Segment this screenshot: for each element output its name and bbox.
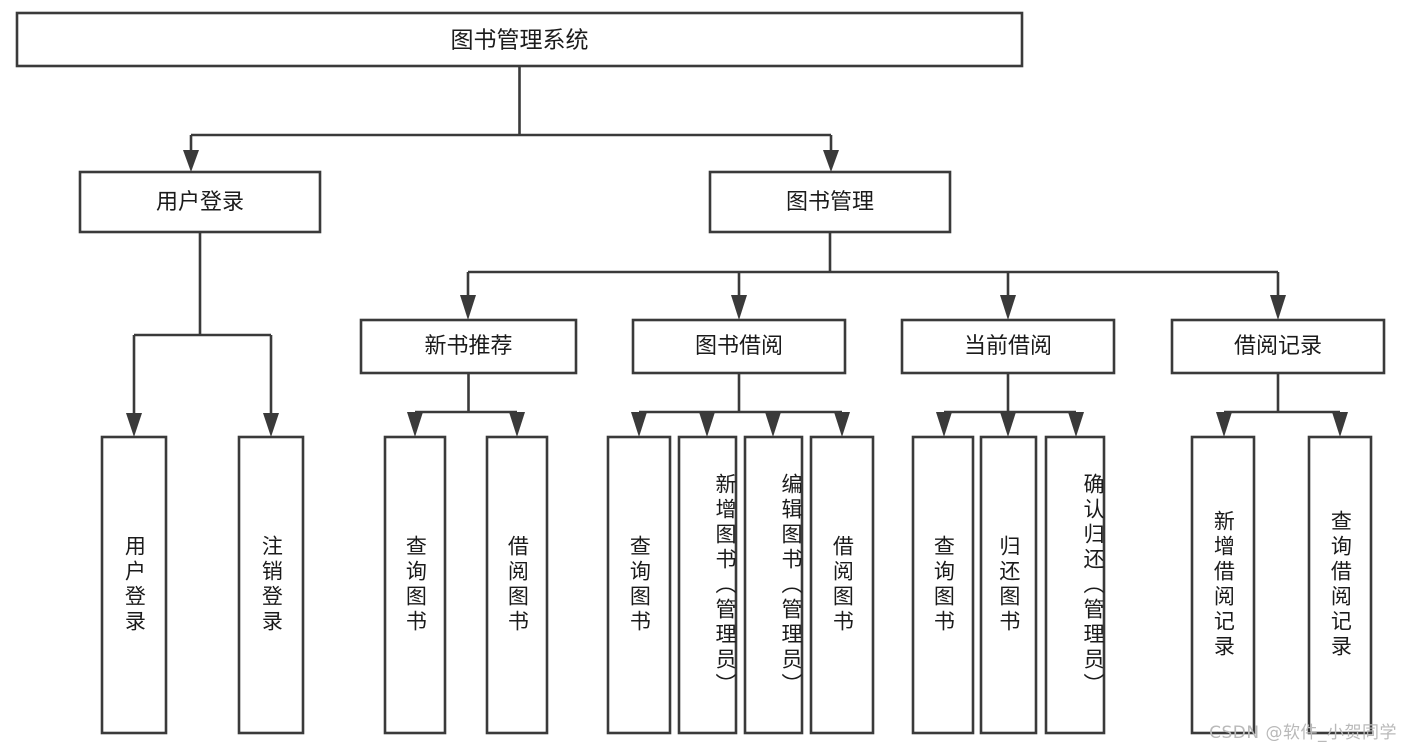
leaf-confirm-return-box[interactable]	[1044, 435, 1106, 735]
leaf-query-book-3-box[interactable]	[911, 435, 975, 735]
arrow-head-leaf-edit-book	[765, 412, 781, 437]
leaf-borrow-book-2-box[interactable]	[809, 435, 875, 735]
node-borrow-record-label: 借阅记录	[1234, 334, 1322, 359]
leaf-add-book-box[interactable]	[677, 435, 738, 735]
arrow-head-leaf-borrow-book-1	[509, 412, 525, 437]
leaf-user-login-box[interactable]	[100, 435, 168, 735]
arrow-head-leaf-add-record	[1216, 412, 1232, 437]
arrow-head-leaf-user-logout	[263, 413, 279, 437]
node-book-manage[interactable]: 图书管理	[708, 170, 952, 234]
arrow-head-leaf-borrow-book-2	[834, 412, 850, 437]
leaf-query-record-box[interactable]	[1307, 435, 1373, 735]
csdn-watermark: CSDN @软件_小贺同学	[1209, 723, 1397, 743]
node-borrow-record-box[interactable]	[1170, 318, 1386, 375]
node-current-borrow[interactable]: 当前借阅	[900, 318, 1116, 375]
arrow-head-leaf-query-book-2	[631, 412, 647, 437]
leaf-add-record-box[interactable]	[1190, 435, 1256, 735]
node-root[interactable]: 图书管理系统	[15, 11, 1024, 68]
node-user-login[interactable]: 用户登录	[78, 170, 322, 234]
connector-user-login-to-leaves	[126, 232, 279, 437]
node-current-borrow-box[interactable]	[900, 318, 1116, 375]
leaf-query-book-1-box[interactable]	[383, 435, 447, 735]
leaf-edit-book-box[interactable]	[743, 435, 804, 735]
node-borrow-record[interactable]: 借阅记录	[1170, 318, 1386, 375]
arrow-head-leaf-user-login	[126, 413, 142, 437]
node-new-book-rec-box[interactable]	[359, 318, 578, 375]
arrow-head-borrow-record	[1270, 295, 1286, 320]
arrow-head-leaf-return-book	[1000, 412, 1016, 437]
connector-new-book-rec-to-leaves	[407, 373, 525, 437]
node-root-label: 图书管理系统	[451, 28, 589, 54]
node-book-manage-label: 图书管理	[786, 190, 874, 215]
node-user-login-label: 用户登录	[156, 190, 244, 215]
node-new-book-rec-label: 新书推荐	[424, 334, 512, 359]
node-book-borrow-label: 图书借阅	[695, 334, 783, 359]
connector-root-to-level2	[183, 66, 839, 172]
arrow-head-leaf-add-book	[699, 412, 715, 437]
leaf-user-logout-box[interactable]	[237, 435, 305, 735]
connector-current-borrow-to-leaves	[936, 373, 1084, 437]
arrow-head-user-login	[183, 150, 199, 172]
node-book-manage-box[interactable]	[708, 170, 952, 234]
leaf-borrow-book-1-box[interactable]	[485, 435, 549, 735]
arrow-head-leaf-query-book-1	[407, 412, 423, 437]
arrow-head-leaf-query-book-3	[936, 412, 952, 437]
node-book-borrow-box[interactable]	[631, 318, 847, 375]
connector-borrow-record-to-leaves	[1216, 373, 1348, 437]
connector-book-manage-to-level3	[460, 232, 1286, 320]
leaf-query-book-2-box[interactable]	[606, 435, 672, 735]
arrow-head-current-borrow	[1000, 295, 1016, 320]
arrow-head-book-borrow	[731, 295, 747, 320]
arrow-head-book-manage	[823, 150, 839, 172]
node-new-book-rec[interactable]: 新书推荐	[359, 318, 578, 375]
arrow-head-new-book-rec	[460, 295, 476, 320]
node-book-borrow[interactable]: 图书借阅	[631, 318, 847, 375]
node-root-box[interactable]	[15, 11, 1024, 68]
arrow-head-leaf-query-record	[1332, 412, 1348, 437]
leaf-return-book-box[interactable]	[979, 435, 1038, 735]
node-current-borrow-label: 当前借阅	[964, 334, 1052, 359]
connector-book-borrow-to-leaves	[631, 373, 850, 437]
arrow-head-leaf-confirm-return	[1068, 412, 1084, 437]
